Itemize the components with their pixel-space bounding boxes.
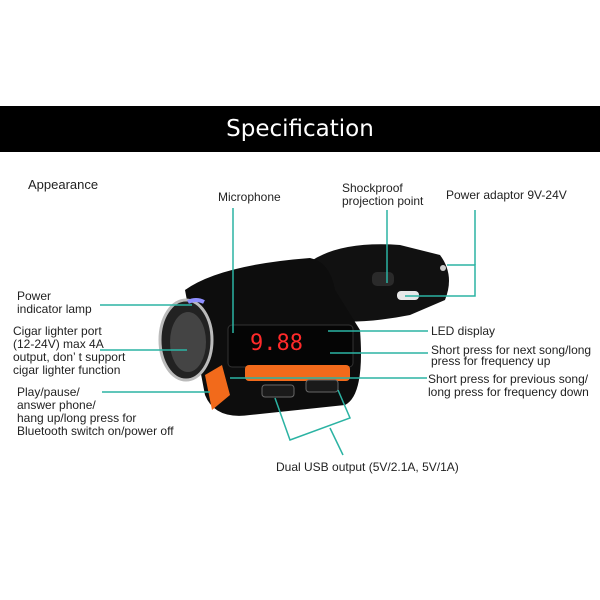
label-line: hang up/long press for — [17, 411, 137, 425]
next-button[interactable] — [245, 365, 350, 381]
label-play-pause: Play/pause/ answer phone/ hang up/long p… — [17, 386, 174, 438]
label-cigar-port: Cigar lighter port (12-24V) max 4A outpu… — [13, 325, 125, 377]
title-banner: Specification — [0, 106, 600, 152]
label-line: Play/pause/ — [17, 385, 80, 399]
label-shockproof: Shockproof projection point — [342, 182, 423, 208]
leader-lines — [100, 208, 476, 456]
label-line: long press for frequency down — [428, 385, 589, 399]
label-line: Cigar lighter port — [13, 324, 102, 338]
section-label: Appearance — [28, 177, 99, 192]
power-lamp — [187, 298, 205, 304]
label-line: output, don’ t support — [13, 350, 126, 364]
label-line: press for frequency up — [431, 354, 551, 368]
label-line: indicator lamp — [17, 302, 92, 316]
label-usb-output: Dual USB output (5V/2.1A, 5V/1A) — [276, 460, 459, 474]
label-next-song: Short press for next song/long press for… — [431, 343, 592, 368]
label-line: Power — [17, 289, 52, 303]
label-line: (12-24V) max 4A — [13, 337, 104, 351]
usb-port-1 — [261, 384, 295, 398]
label-led-display: LED display — [431, 324, 496, 338]
label-line: cigar lighter function — [13, 363, 121, 377]
label-line: Short press for previous song/ — [428, 372, 589, 386]
usb-port-2 — [305, 379, 339, 393]
label-power-lamp: Power indicator lamp — [17, 290, 92, 316]
play-pause-button[interactable] — [205, 365, 230, 410]
label-line: Short press for next song/long — [431, 343, 592, 357]
led-display-readout: 9.88 — [250, 331, 303, 356]
label-line: Bluetooth switch on/power off — [17, 424, 174, 438]
label-microphone: Microphone — [218, 190, 281, 204]
charger-body — [158, 258, 361, 416]
label-prev-song: Short press for previous song/ long pres… — [428, 373, 589, 399]
page-title: Specification — [226, 116, 374, 142]
label-power-adaptor: Power adaptor 9V-24V — [446, 188, 567, 202]
label-line: projection point — [342, 194, 424, 208]
label-line: Shockproof — [342, 181, 403, 195]
label-line: answer phone/ — [17, 398, 96, 412]
